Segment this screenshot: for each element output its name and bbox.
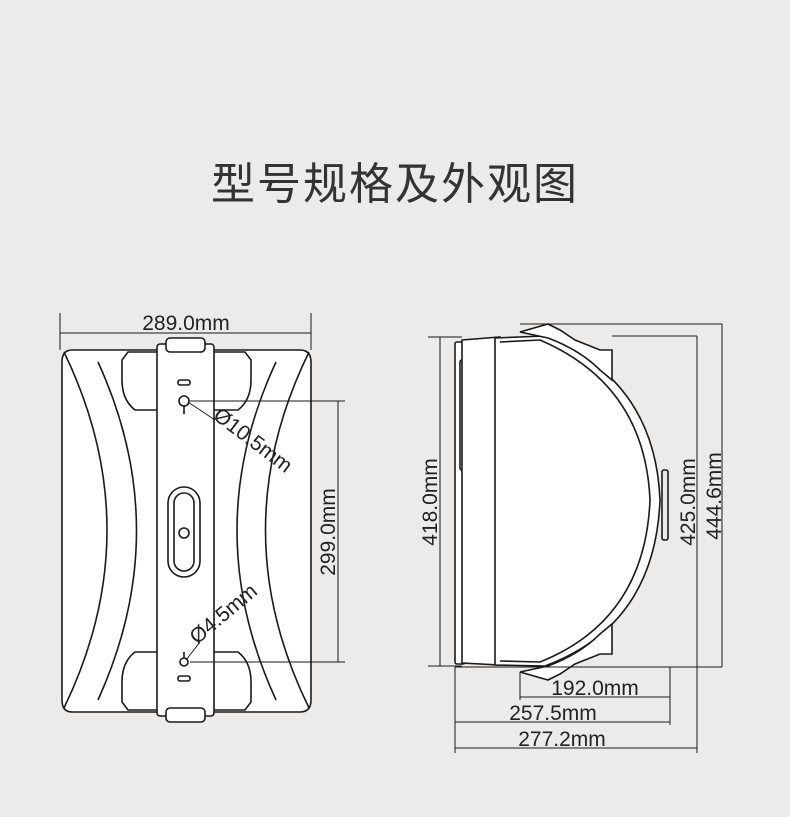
side-bottom-bracket — [519, 622, 613, 681]
front-right-curve-inner — [236, 361, 277, 701]
front-view: 289.0mm 299.0mm — [59, 312, 345, 723]
center-oval-inner — [173, 492, 195, 572]
width-label: 289.0mm — [142, 312, 230, 335]
mounting-bracket — [156, 343, 215, 717]
height-outer-label: 444.6mm — [703, 452, 726, 540]
bracket-top-cap — [165, 337, 206, 353]
height-left-label: 418.0mm — [419, 458, 442, 546]
depth-1-label: 192.0mm — [551, 677, 639, 700]
depth-2-label: 257.5mm — [509, 702, 597, 725]
bottom-left-foot — [121, 651, 161, 711]
side-dome — [494, 335, 661, 667]
bottom-right-foot — [212, 651, 252, 711]
side-top-bracket — [519, 323, 613, 382]
leader-large-hole — [187, 401, 216, 421]
top-slot — [177, 379, 191, 386]
hole-spacing-label: 299.0mm — [317, 488, 340, 576]
front-right-curve — [264, 351, 310, 709]
bracket-bottom-cap — [165, 707, 206, 723]
front-left-curve-inner — [97, 361, 138, 701]
height-inner-label: 425.0mm — [677, 458, 700, 546]
page-title: 型号规格及外观图 — [211, 159, 579, 210]
side-view: 418.0mm 425.0mm 444.6mm 192.0mm 257.5mm — [419, 323, 726, 753]
center-hole — [178, 527, 190, 539]
leader-small-hole — [185, 641, 201, 661]
center-oval-outer — [167, 486, 201, 578]
top-left-foot — [121, 351, 161, 411]
front-left-curve — [63, 351, 108, 709]
side-right-tab — [661, 469, 669, 541]
depth-3-label: 277.2mm — [518, 728, 606, 751]
side-dome-inner — [499, 339, 651, 663]
bottom-slot — [177, 675, 191, 682]
